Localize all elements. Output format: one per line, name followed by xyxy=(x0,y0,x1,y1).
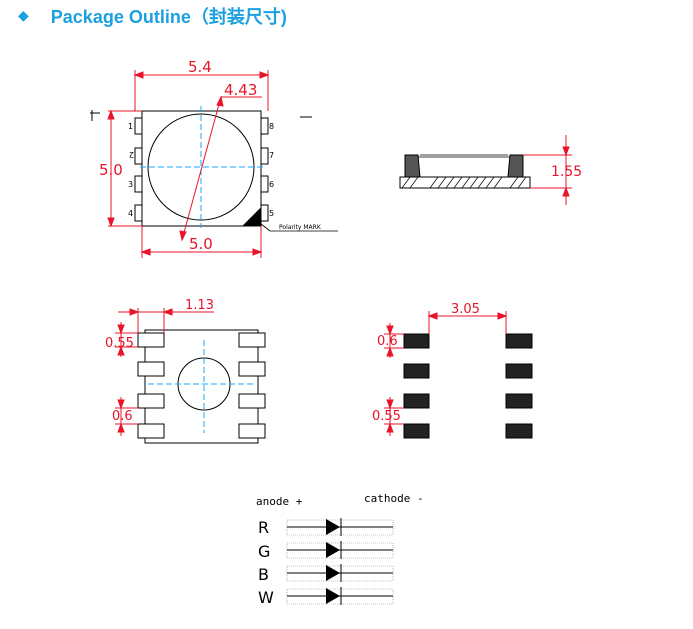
polarity-mark-label: Polarity MARK xyxy=(279,224,322,231)
dim-height-label: 5.0 xyxy=(99,161,123,179)
pin-label: 1 xyxy=(128,122,133,131)
pin-label: 7 xyxy=(269,151,274,160)
lead-left xyxy=(134,117,143,135)
lead-right xyxy=(260,204,269,222)
bottom-body xyxy=(144,329,259,444)
bottom-pad xyxy=(137,393,165,409)
bottom-pad xyxy=(238,393,266,409)
pin-label: 3 xyxy=(128,180,133,189)
top-centerlines xyxy=(140,106,264,228)
top-dimensions xyxy=(107,70,270,258)
dim-side-height-label: 1.55 xyxy=(551,164,582,180)
side-dimensions xyxy=(523,135,572,205)
footprint-dimensions xyxy=(384,311,508,436)
bottom-pad xyxy=(238,332,266,348)
footprint-pad xyxy=(403,363,430,379)
lead-left xyxy=(134,204,143,222)
bottom-pad xyxy=(137,361,165,377)
anode-label: anode + xyxy=(256,495,303,508)
dim-footprint-gap-label: 0.6 xyxy=(377,334,398,349)
dim-footprint-height-label: 0.55 xyxy=(372,409,401,424)
bottom-pad xyxy=(137,423,165,439)
page-title: Package Outline（封装尺寸) xyxy=(50,7,287,27)
diode-icon xyxy=(286,518,394,536)
bottom-centerlines xyxy=(148,340,256,433)
dim-pad-height-label: 0.55 xyxy=(105,336,134,351)
bottom-pad xyxy=(238,423,266,439)
cathode-label: cathode - xyxy=(364,492,424,505)
footprint-pad xyxy=(403,423,430,439)
footprint xyxy=(403,333,533,439)
dim-width-label: 5.4 xyxy=(188,58,212,76)
pin-label: 4 xyxy=(128,209,133,218)
side-view xyxy=(399,154,531,189)
footprint-pad xyxy=(505,363,533,379)
circuit-channels: R G B W xyxy=(258,518,394,607)
channel-label: G xyxy=(258,542,270,561)
polarity-corner xyxy=(241,206,262,227)
diamond-icon: ◆ xyxy=(18,8,29,24)
footprint-pad xyxy=(505,333,533,349)
lead-left xyxy=(134,175,143,193)
diode-icon xyxy=(286,587,394,605)
dim-bottom-width-label: 5.0 xyxy=(189,235,213,253)
pin-label: 8 xyxy=(269,122,274,131)
pin-label: 5 xyxy=(269,209,274,218)
lead-left xyxy=(134,147,143,165)
polarity-leader xyxy=(255,219,338,232)
channel-label: R xyxy=(258,518,269,537)
lead-right xyxy=(260,117,269,135)
diode-icon xyxy=(286,541,394,559)
footprint-pad xyxy=(505,423,533,439)
dim-pad-gap-label: 0.6 xyxy=(112,409,133,424)
lead-right xyxy=(260,175,269,193)
header: ◆ Package Outline（封装尺寸) xyxy=(18,4,287,28)
pin-label: 2 xyxy=(129,150,134,159)
bottom-pad xyxy=(137,332,165,348)
dim-diameter-label: 4.43 xyxy=(224,81,257,99)
diode-icon xyxy=(286,564,394,582)
lead-right xyxy=(260,147,269,165)
bottom-pad xyxy=(238,361,266,377)
side-hatch xyxy=(401,176,527,189)
channel-label: B xyxy=(258,565,269,584)
bottom-dimensions xyxy=(115,308,214,436)
pin-label: 6 xyxy=(269,180,274,189)
footprint-pad xyxy=(403,393,430,409)
footprint-pad xyxy=(403,333,430,349)
bottom-view xyxy=(137,329,266,444)
dim-pad-width-label: 1.13 xyxy=(185,298,214,313)
dim-pad-spacing-label: 3.05 xyxy=(451,302,480,317)
footprint-pad xyxy=(505,393,533,409)
channel-label: W xyxy=(258,588,274,607)
